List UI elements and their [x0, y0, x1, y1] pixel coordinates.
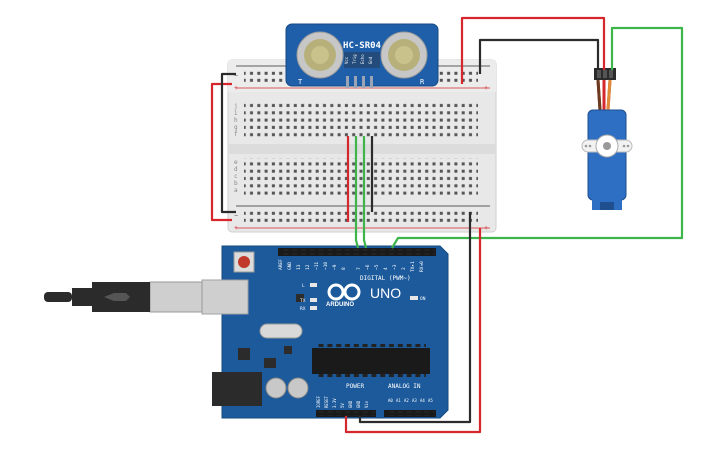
pin-label-echo: Echo: [360, 54, 365, 64]
pin-label: IOREF: [316, 395, 321, 408]
power-jack: [212, 372, 262, 406]
pin-label: RX◂0: [419, 261, 425, 272]
pin-label: A1: [396, 398, 401, 403]
sensor-pins: [346, 76, 373, 88]
wire-arduino-gnd[interactable]: [358, 212, 472, 424]
pin-label: RESET: [324, 395, 329, 408]
pin-label: TX▸1: [410, 261, 416, 272]
rail-plus-label-bottom-right: +: [484, 225, 488, 232]
pin-label: A4: [420, 398, 425, 403]
servo-motor[interactable]: [581, 68, 633, 210]
led-rx-label: RX: [300, 306, 306, 312]
arduino-model: UNO: [370, 285, 401, 301]
row-letter: d: [234, 166, 238, 173]
led-l-label: L: [302, 283, 305, 289]
row-letter: a: [234, 187, 238, 194]
pin-label: ~5: [374, 264, 380, 270]
rail-minus-label-bottom: −: [234, 213, 238, 220]
pin-label: GND: [356, 400, 361, 408]
pin-label-gnd: Gnd: [368, 56, 373, 64]
pin-label: 7: [356, 267, 362, 270]
bottom-power-rail-holes: [244, 208, 478, 224]
pin-label: A3: [412, 398, 417, 403]
row-letter: h: [234, 117, 238, 124]
wire-servo-power[interactable]: [460, 16, 606, 84]
pin-label: 2: [401, 267, 407, 270]
usb-symbol-icon: [104, 293, 130, 301]
ultrasonic-sensor[interactable]: HC-SR04 Vcc Trig Echo Gnd T R: [285, 23, 439, 88]
pin-label: Vin: [364, 400, 369, 408]
capacitor: [265, 377, 287, 399]
usb-cable[interactable]: [44, 281, 203, 313]
pin-label: 3.3V: [332, 398, 337, 408]
wire-echo[interactable]: [362, 136, 368, 249]
pin-label: 12: [305, 264, 311, 270]
sensor-title: HC-SR04: [343, 41, 382, 51]
pin-label: GND: [287, 262, 293, 270]
arduino-uno-board[interactable]: AREF GND 13 12 ~11 ~10 ~9 8 7 ~6 ~5 4 ~3…: [201, 245, 449, 419]
pin-label: A0: [388, 398, 393, 403]
bottom-terminal-strip: [244, 158, 478, 196]
arduino-brand: ARDUINO: [326, 302, 354, 308]
led-on: [410, 296, 418, 300]
wire-rail-minus-bridge[interactable]: [220, 72, 236, 214]
rail-minus-label: −: [234, 73, 238, 80]
row-letter: i: [234, 110, 238, 117]
pin-label: ~3: [392, 264, 398, 270]
sensor-r-mark: R: [420, 78, 425, 86]
row-letter: b: [234, 180, 238, 187]
arduino-logo-icon: [327, 283, 361, 301]
crystal-oscillator: [259, 323, 303, 339]
pin-label: GND: [348, 400, 353, 408]
power-header-label: POWER: [346, 383, 364, 390]
pin-label: 4: [383, 267, 389, 270]
pin-label: ~10: [323, 262, 329, 270]
atmega-chip: [312, 348, 430, 374]
led-rx: [310, 306, 317, 310]
usb-port: [201, 279, 249, 315]
led-on-label: ON: [420, 296, 426, 302]
led-tx: [310, 298, 317, 302]
pin-label: ~6: [365, 264, 371, 270]
row-letter: c: [234, 173, 238, 180]
center-channel: [228, 144, 496, 154]
pin-label-vcc: Vcc: [344, 56, 349, 64]
pin-label: 5V: [340, 403, 345, 408]
digital-header-label: DIGITAL (PWM~): [360, 275, 411, 282]
wires[interactable]: [210, 16, 684, 434]
pin-label-trig: Trig: [352, 54, 357, 64]
pin-label: AREF: [278, 259, 284, 270]
wire-5v[interactable]: [344, 228, 482, 434]
pin-label: A2: [404, 398, 409, 403]
row-letter: g: [234, 124, 238, 131]
row-letter: j: [234, 103, 238, 110]
breadboard: − + + − + + j i h g f e d c b a: [227, 59, 497, 233]
wire-trig[interactable]: [354, 136, 360, 249]
pin-label: 8: [341, 267, 347, 270]
sensor-t-mark: T: [298, 78, 303, 86]
top-terminal-strip: [244, 102, 478, 140]
rail-plus-label-right: +: [484, 85, 488, 92]
pin-label: ~11: [314, 262, 320, 270]
wire-servo-signal[interactable]: [391, 26, 684, 249]
wire-servo-ground[interactable]: [478, 38, 600, 74]
rail-plus-label-bottom: +: [234, 225, 238, 232]
pin-label: 13: [296, 264, 302, 270]
row-letter: f: [234, 131, 238, 138]
led-tx-label: TX: [300, 298, 306, 304]
capacitor: [287, 377, 309, 399]
pin-label: ~9: [332, 264, 338, 270]
rail-plus-label: +: [234, 85, 238, 92]
led-l: [310, 283, 317, 287]
row-letter: e: [234, 159, 238, 166]
pin-label: A5: [428, 398, 433, 403]
analog-header-label: ANALOG IN: [388, 383, 421, 390]
digital-pin-labels: AREF GND 13 12 ~11 ~10 ~9 8 7 ~6 ~5 4 ~3…: [278, 259, 425, 272]
